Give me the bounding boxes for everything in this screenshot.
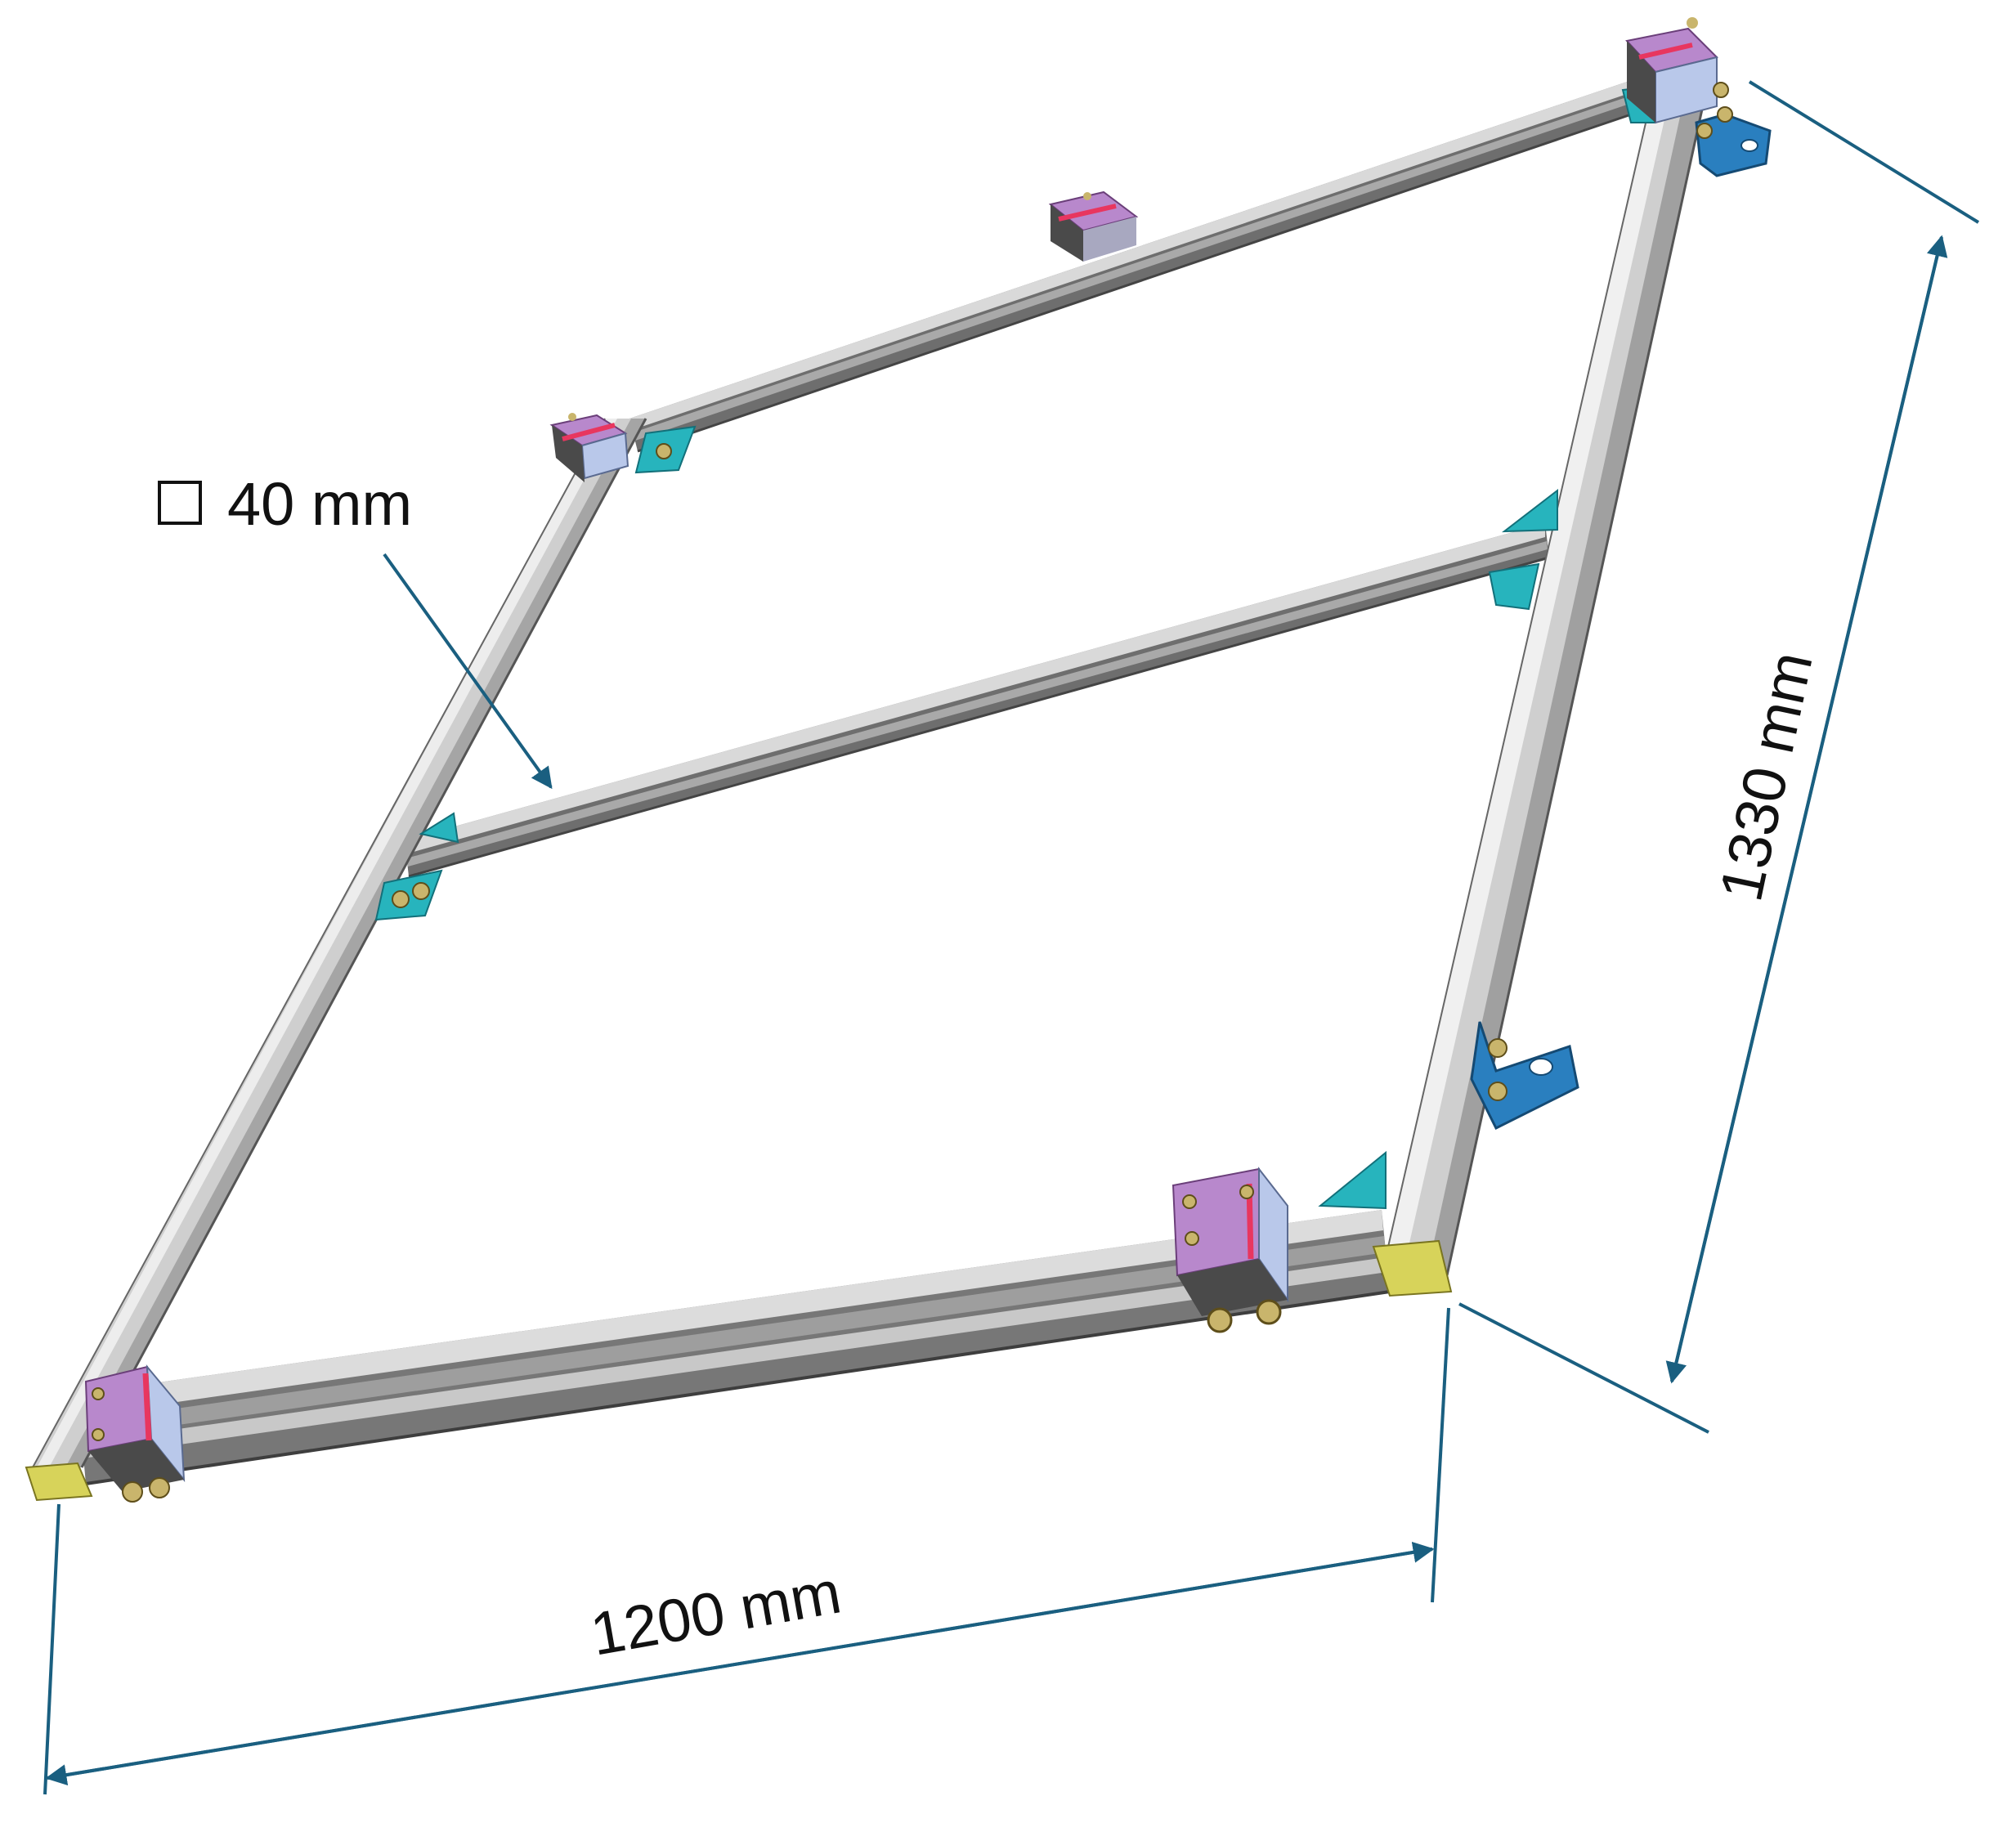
- top-rail: [629, 78, 1644, 453]
- bracket-mid-left: [374, 812, 459, 921]
- angle-brackets: [1470, 113, 1772, 1131]
- length-extension-top: [1748, 80, 1980, 224]
- bracket-mid-right-top: [1488, 488, 1558, 611]
- width-extension-left: [43, 1503, 60, 1795]
- square-section-icon: [158, 481, 202, 525]
- block-top-left: [549, 413, 629, 482]
- right-rail: [1381, 97, 1706, 1276]
- bottom-rail: [78, 1210, 1391, 1485]
- aluminium-frame: [32, 78, 1706, 1485]
- slide-blocks: [84, 17, 1733, 1503]
- block-bottom-middle: [1172, 1167, 1288, 1333]
- block-top-middle: [1048, 190, 1139, 262]
- length-label: 1330 mm: [1706, 646, 1825, 907]
- bracket-top-left: [634, 425, 697, 474]
- dimensions: [43, 80, 1980, 1795]
- block-top-right: [1625, 17, 1733, 124]
- middle-rail: [405, 523, 1550, 878]
- profile-leader-arrow: [383, 553, 553, 790]
- profile-size-label: 40 mm: [227, 470, 412, 538]
- left-rail: [32, 418, 647, 1468]
- width-extension-right: [1431, 1307, 1450, 1603]
- angle-bracket-right: [1470, 1021, 1579, 1131]
- end-caps: [25, 1239, 1453, 1502]
- length-extension-bottom: [1458, 1302, 1709, 1434]
- bracket-bottom-right: [1318, 1150, 1387, 1210]
- angle-bracket-top-right: [1695, 113, 1772, 177]
- block-bottom-left: [84, 1364, 186, 1503]
